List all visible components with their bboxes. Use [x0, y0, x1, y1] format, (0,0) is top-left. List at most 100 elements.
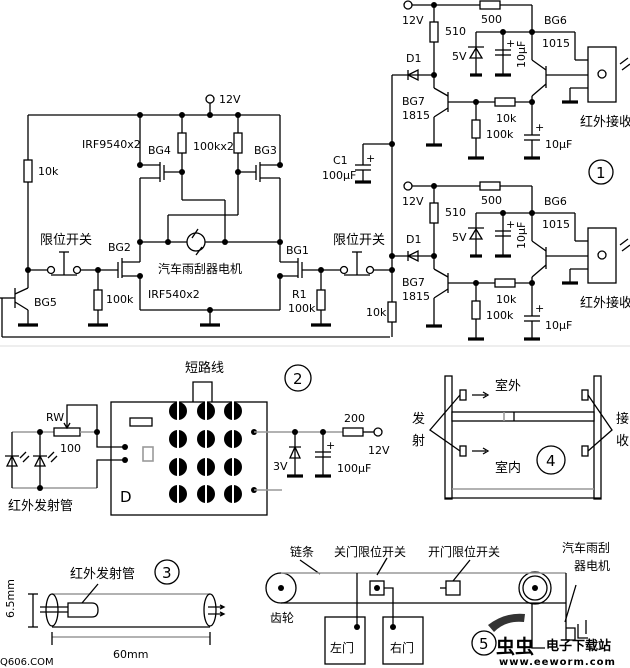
left-door-label: 左门: [330, 640, 354, 655]
rx1-bg7-label: BG7: [402, 95, 425, 108]
svg-text:+: +: [326, 439, 335, 452]
resistor-r1: [316, 289, 326, 311]
figure-4-number: 4: [546, 452, 556, 470]
rw-name-label: RW: [46, 411, 64, 424]
rx1-zener-label: 5V: [452, 50, 467, 63]
rx2-bg6-type-label: 1015: [542, 218, 570, 231]
resistor-10k-bus: [387, 301, 397, 323]
c1-value-label: 100μF: [322, 169, 356, 182]
r1-name-label: R1: [292, 288, 307, 301]
ir-tube-label-c2: 红外发射管: [8, 498, 73, 514]
rx2-bg6-label: BG6: [544, 195, 567, 208]
r-bg5-label: 10k: [38, 165, 59, 178]
ic-mark-label: D: [120, 488, 132, 506]
chain-label: 链条: [290, 544, 314, 559]
ir-tube-figure: 红外发射管 3 6.5mm 60mm: [4, 559, 226, 661]
motor-label: 汽车雨刮器电机: [158, 261, 242, 276]
rx1-receiver-label: 红外接收: [580, 114, 630, 130]
rx1-cap-zener-label: 10μF: [515, 41, 528, 68]
svg-text:+: +: [366, 152, 375, 165]
bg2-label: BG2: [108, 241, 131, 254]
open-switch-label: 开门限位开关: [428, 544, 500, 559]
indoor-label: 室内: [495, 460, 521, 476]
rx2-cap-out-label: 10μF: [545, 319, 572, 332]
c1-name-label: C1: [333, 154, 348, 167]
bridge-resistor-label: 100kx2: [193, 140, 234, 153]
button-pads: [169, 400, 242, 505]
rx1-bg6-label: BG6: [544, 14, 567, 27]
rx1-r100k-label: 100k: [486, 128, 514, 141]
emit-label-2: 射: [412, 433, 425, 449]
sensor-placement-figure: 室外 室内 4 发 射 接 收: [412, 375, 629, 500]
resistor-100k-right: [233, 132, 243, 154]
figure-3-number: 3: [162, 564, 172, 582]
right-door-label: 右门: [390, 640, 414, 655]
rx2-receiver-label: 红外接收: [580, 295, 630, 311]
resistor-100k-left: [177, 132, 187, 154]
rx2-supply-label: 12V: [402, 195, 424, 208]
bg1-label: BG1: [286, 244, 309, 257]
rx2-bg7-type-label: 1815: [402, 290, 430, 303]
zener-3v-label: 3V: [273, 460, 288, 473]
motor-label-1: 汽车雨刮: [562, 540, 610, 555]
right-door: [382, 616, 424, 665]
length-label: 60mm: [113, 648, 148, 661]
n-mosfet-label: IRF540x2: [148, 288, 200, 301]
rx1-supply-label: 12V: [402, 14, 424, 27]
r-bg2-label: 100k: [106, 293, 134, 306]
rx2-r510-label: 510: [445, 206, 466, 219]
motor-label-2: 器电机: [574, 559, 610, 573]
emit-label-1: 发: [412, 411, 425, 427]
watermark-logo: 虫虫: [496, 635, 534, 658]
watermark: Q606.COM 虫虫 电子下载站 www.eeworm.com: [0, 613, 616, 668]
watermark-brand-url: www.eeworm.com: [499, 657, 616, 668]
c2-supply-label: 12V: [368, 444, 390, 457]
h-bridge-circuit: 12V 10k 100kx2 IRF9540x2 BG4 BG3 汽车雨刮器电机…: [0, 75, 397, 338]
bg3-label: BG3: [254, 144, 277, 157]
r1-value-label: 100k: [288, 302, 316, 315]
svg-text:+: +: [506, 37, 515, 50]
rx1-bg7-type-label: 1815: [402, 109, 430, 122]
supply-terminal: [205, 94, 215, 104]
motor-symbol: [186, 232, 206, 252]
rx1-r510-label: 510: [445, 25, 466, 38]
rx1-d1-label: D1: [406, 52, 421, 65]
rx2-r10k-label: 10k: [496, 293, 517, 306]
watermark-brand-cn: 电子下载站: [546, 638, 611, 654]
resistor-10k-bg5: [23, 159, 33, 183]
recv-label-2: 收: [616, 434, 629, 449]
ir-receiver-circuit-1: 12V 500 510 5V + 10μF BG6 1015 红外接收 D1 B…: [392, 0, 630, 185]
rx2-bg7-label: BG7: [402, 276, 425, 289]
cap-100uf-label: 100μF: [337, 462, 371, 475]
gear-label: 齿轮: [270, 611, 294, 625]
rx1-r500-label: 500: [481, 13, 502, 26]
rw-value-label: 100: [60, 442, 81, 455]
rx1-bg6-type-label: 1015: [542, 37, 570, 50]
figure-1-number: 1: [596, 164, 606, 182]
close-switch-label: 关门限位开关: [334, 544, 406, 559]
limit-switch-right-label: 限位开关: [333, 233, 385, 248]
outdoor-label: 室外: [495, 378, 521, 394]
rx2-cap-zener-label: 10μF: [515, 222, 528, 249]
recv-label-1: 接: [616, 411, 629, 427]
chain-drive-figure: 链条 关门限位开关 开门限位开关 汽车雨刮 器电机 齿轮 左门 右门 5: [265, 540, 610, 665]
hbridge-supply-label: 12V: [219, 93, 241, 106]
bg5-label: BG5: [34, 296, 57, 309]
ir-receiver-circuit-2: 12V 500 510 5V + 10μF BG6 1015 红外接收 D1 B…: [392, 181, 630, 341]
watermark-logo-cap: [488, 613, 525, 632]
watermark-left: Q606.COM: [0, 657, 54, 668]
p-mosfet-label: IRF9540x2: [82, 138, 141, 151]
figure-2-number: 2: [293, 370, 303, 388]
ir-transmitter-circuit: 短路线 2 D 红外发射管 RW 100: [5, 360, 390, 516]
rx2-d1-label: D1: [406, 233, 421, 246]
tube-label: 红外发射管: [70, 566, 135, 582]
rx1-r10k-label: 10k: [496, 112, 517, 125]
rx2-r100k-label: 100k: [486, 309, 514, 322]
limit-switch-left-label: 限位开关: [40, 233, 92, 248]
resistor-100k-bg2: [93, 289, 103, 311]
rx2-zener-label: 5V: [452, 231, 467, 244]
rx2-r500-label: 500: [481, 194, 502, 207]
diameter-label: 6.5mm: [4, 579, 17, 618]
r-bus-label: 10k: [366, 306, 387, 319]
